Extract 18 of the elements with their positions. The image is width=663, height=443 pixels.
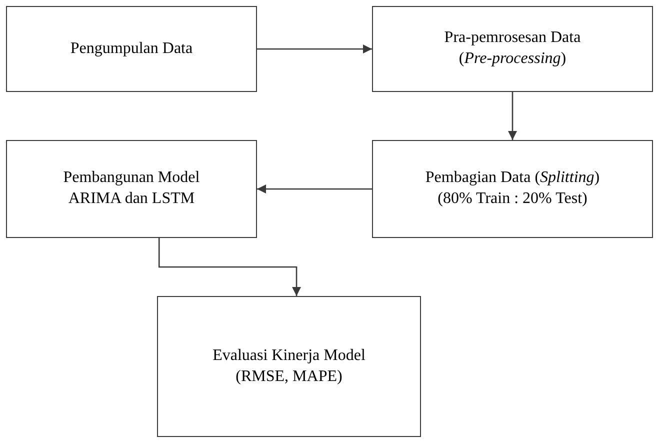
box-label: Pengumpulan Data [70, 38, 193, 59]
box-label: Pembangunan Model [63, 168, 200, 188]
box-label: (80% Train : 20% Test) [438, 189, 588, 209]
box-label: Pembagian Data (Splitting) [425, 168, 600, 188]
box-label: (RMSE, MAPE) [236, 366, 342, 386]
box-label: (Pre-processing) [458, 49, 566, 69]
arrow [257, 44, 372, 54]
process-box [6, 140, 257, 238]
box-label: Evaluasi Kinerja Model [212, 346, 366, 366]
process-box [157, 296, 421, 437]
arrow [257, 184, 372, 194]
arrow [508, 92, 517, 140]
arrow [158, 238, 302, 296]
box-label: Pra-pemrosesan Data [444, 28, 581, 48]
box-label: ARIMA dan LSTM [68, 189, 195, 209]
process-box [6, 6, 257, 92]
process-box [372, 6, 653, 92]
process-box [372, 140, 653, 238]
